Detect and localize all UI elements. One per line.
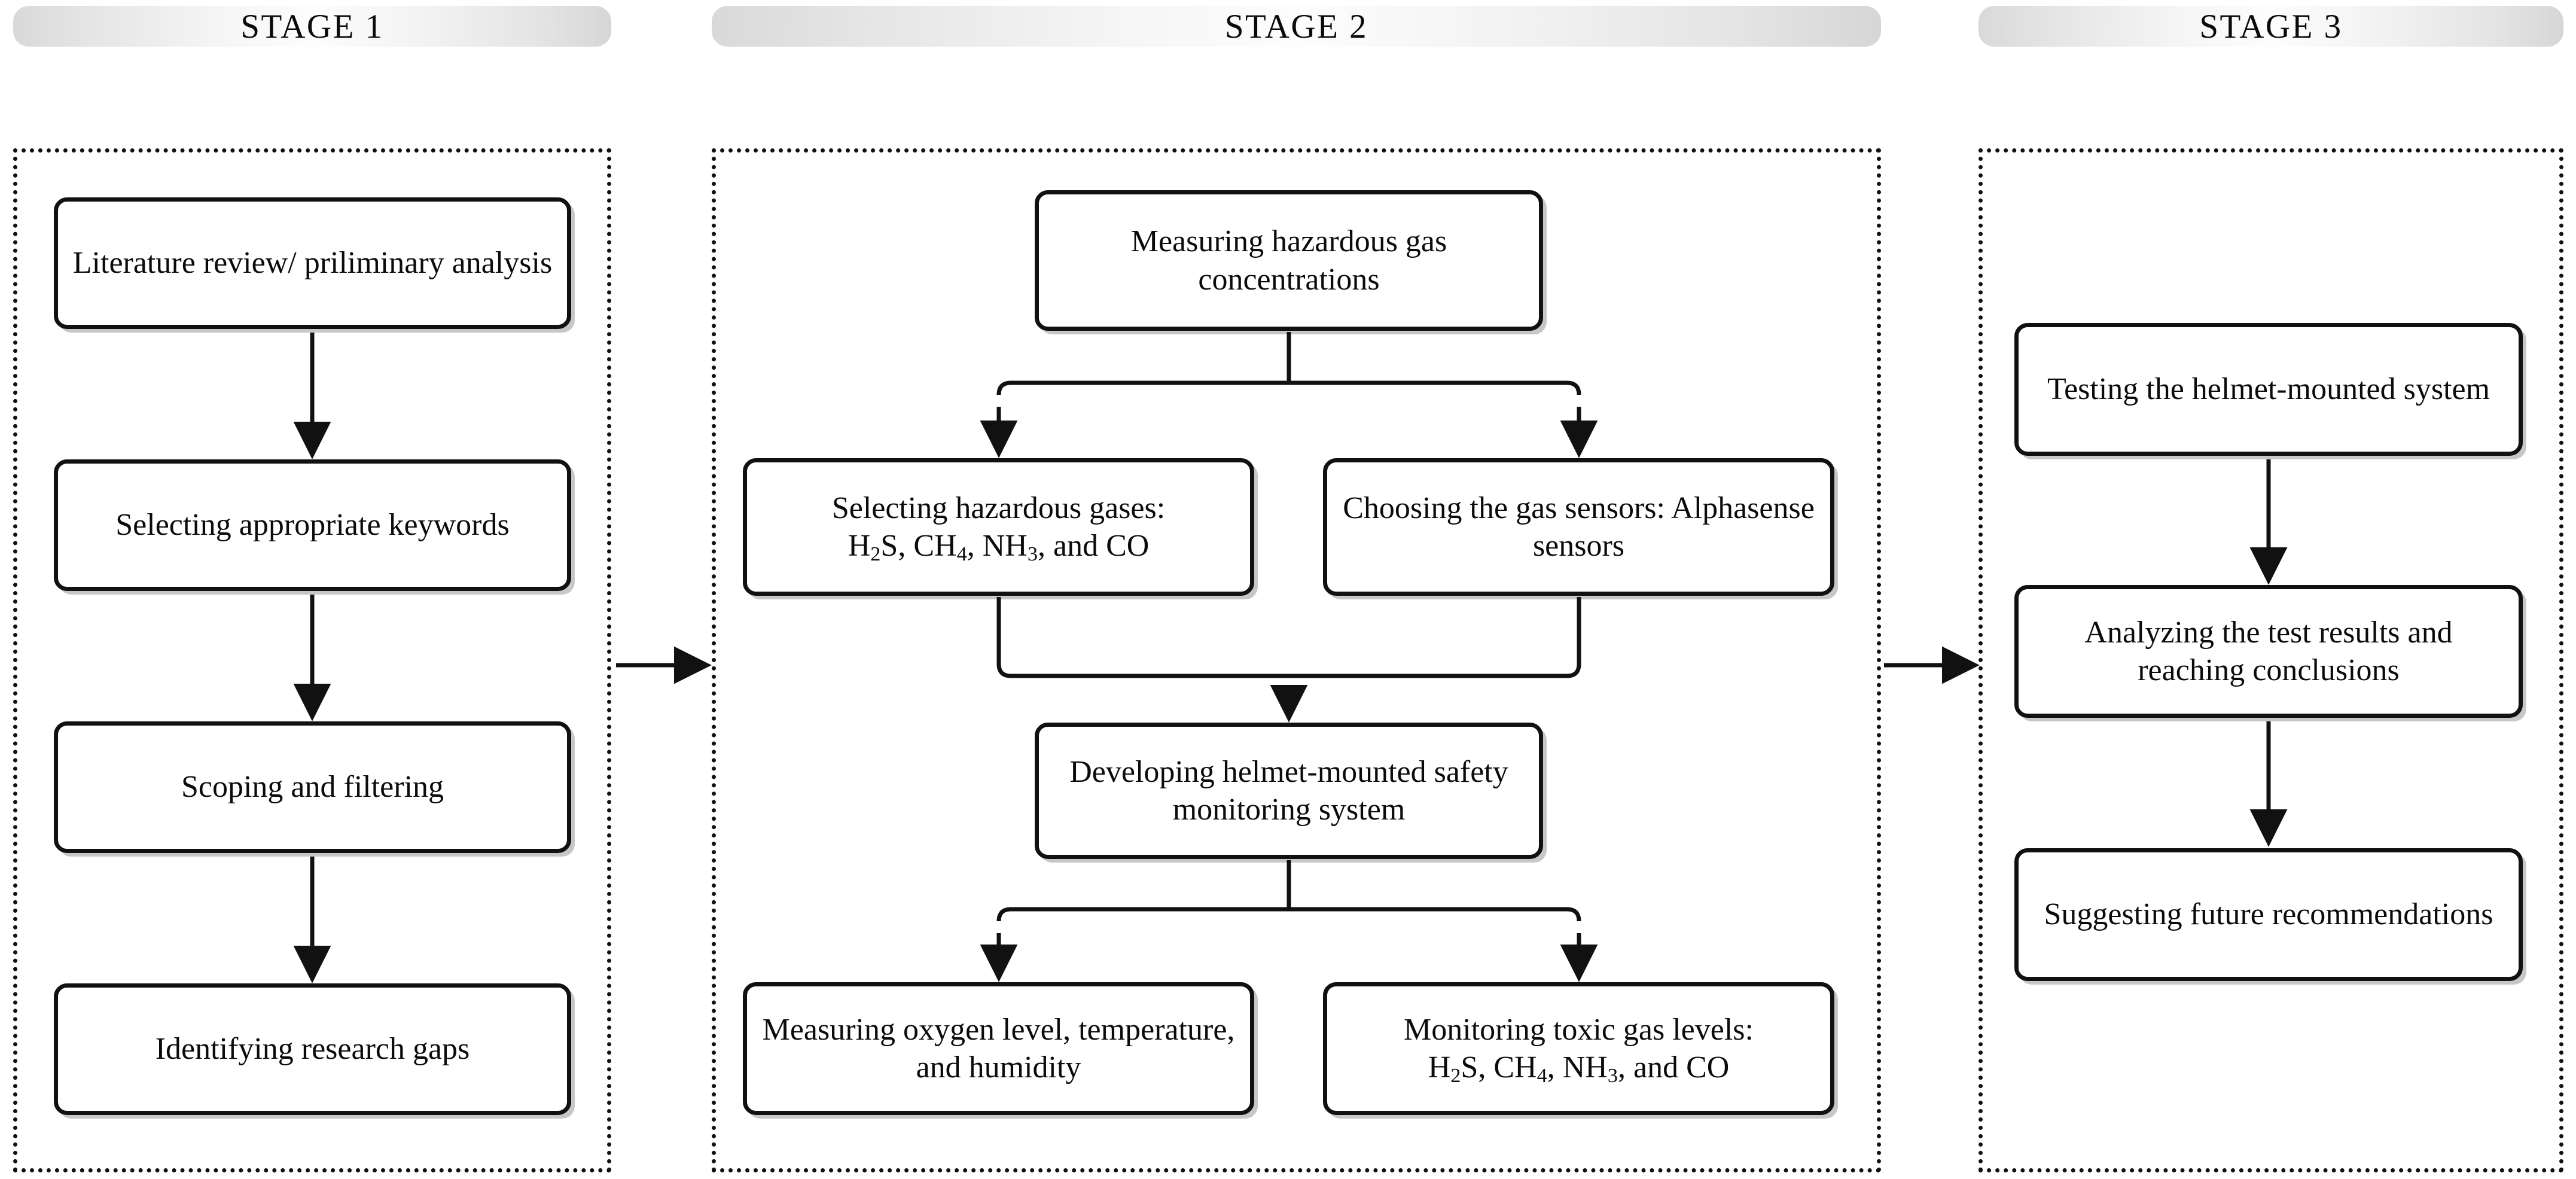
gases-line-1: Selecting hazardous gases: <box>831 491 1166 525</box>
node-analyzing-results-label: Analyzing the test results and reaching … <box>2084 615 2453 687</box>
node-developing-system[interactable]: Developing helmet-mounted safety monitor… <box>1035 723 1543 859</box>
node-measuring-oxygen[interactable]: Measuring oxygen level, temperature, and… <box>743 982 1254 1115</box>
node-scoping-filtering[interactable]: Scoping and filtering <box>54 721 571 853</box>
stage-container-1 <box>13 148 611 1172</box>
gases-formula-line: H2S, CH4, NH3, and CO <box>848 529 1150 565</box>
node-developing-system-label: Developing helmet-mounted safety monitor… <box>1069 754 1508 827</box>
stage-header-3-label: STAGE 3 <box>2199 7 2343 45</box>
node-monitoring-toxic-gas-label: Monitoring toxic gas levels: H2S, CH4, N… <box>1404 1011 1754 1087</box>
toxic-formula-line: H2S, CH4, NH3, and CO <box>1428 1050 1730 1087</box>
node-selecting-hazardous-gases[interactable]: Selecting hazardous gases: H2S, CH4, NH3… <box>743 458 1254 596</box>
node-choosing-gas-sensors[interactable]: Choosing the gas sensors: Alphasense sen… <box>1323 458 1834 596</box>
stage-header-1-label: STAGE 1 <box>240 7 384 45</box>
stage-header-2: STAGE 2 <box>712 6 1881 47</box>
node-measuring-hazardous-gas[interactable]: Measuring hazardous gas concentrations <box>1035 190 1543 331</box>
node-analyzing-results[interactable]: Analyzing the test results and reaching … <box>2014 585 2523 718</box>
node-selecting-hazardous-gases-label: Selecting hazardous gases: H2S, CH4, NH3… <box>832 489 1165 565</box>
node-suggesting-recommendations[interactable]: Suggesting future recommendations <box>2014 848 2523 981</box>
stage-container-3 <box>1979 148 2563 1172</box>
node-selecting-keywords[interactable]: Selecting appropriate keywords <box>54 459 571 591</box>
node-testing-system-label: Testing the helmet-mounted system <box>2047 372 2490 407</box>
node-measuring-hazardous-gas-label: Measuring hazardous gas concentrations <box>1130 224 1447 297</box>
stage-header-3: STAGE 3 <box>1979 6 2563 47</box>
node-literature-review-label: Literature review/ priliminary analysis <box>72 246 553 281</box>
stage-container-2 <box>712 148 1881 1172</box>
node-scoping-filtering-label: Scoping and filtering <box>181 770 444 805</box>
node-monitoring-toxic-gas[interactable]: Monitoring toxic gas levels: H2S, CH4, N… <box>1323 982 1834 1115</box>
node-measuring-oxygen-label: Measuring oxygen level, temperature, and… <box>762 1012 1235 1084</box>
stage-header-1: STAGE 1 <box>13 6 611 47</box>
node-literature-review[interactable]: Literature review/ priliminary analysis <box>54 197 571 329</box>
node-identifying-gaps[interactable]: Identifying research gaps <box>54 983 571 1115</box>
node-selecting-keywords-label: Selecting appropriate keywords <box>115 508 510 543</box>
toxic-line-1: Monitoring toxic gas levels: <box>1404 1012 1754 1047</box>
stage-header-2-label: STAGE 2 <box>1224 7 1368 45</box>
node-identifying-gaps-label: Identifying research gaps <box>155 1032 470 1067</box>
node-suggesting-recommendations-label: Suggesting future recommendations <box>2044 897 2493 932</box>
node-testing-system[interactable]: Testing the helmet-mounted system <box>2014 323 2523 456</box>
node-choosing-gas-sensors-label: Choosing the gas sensors: Alphasense sen… <box>1343 491 1815 563</box>
